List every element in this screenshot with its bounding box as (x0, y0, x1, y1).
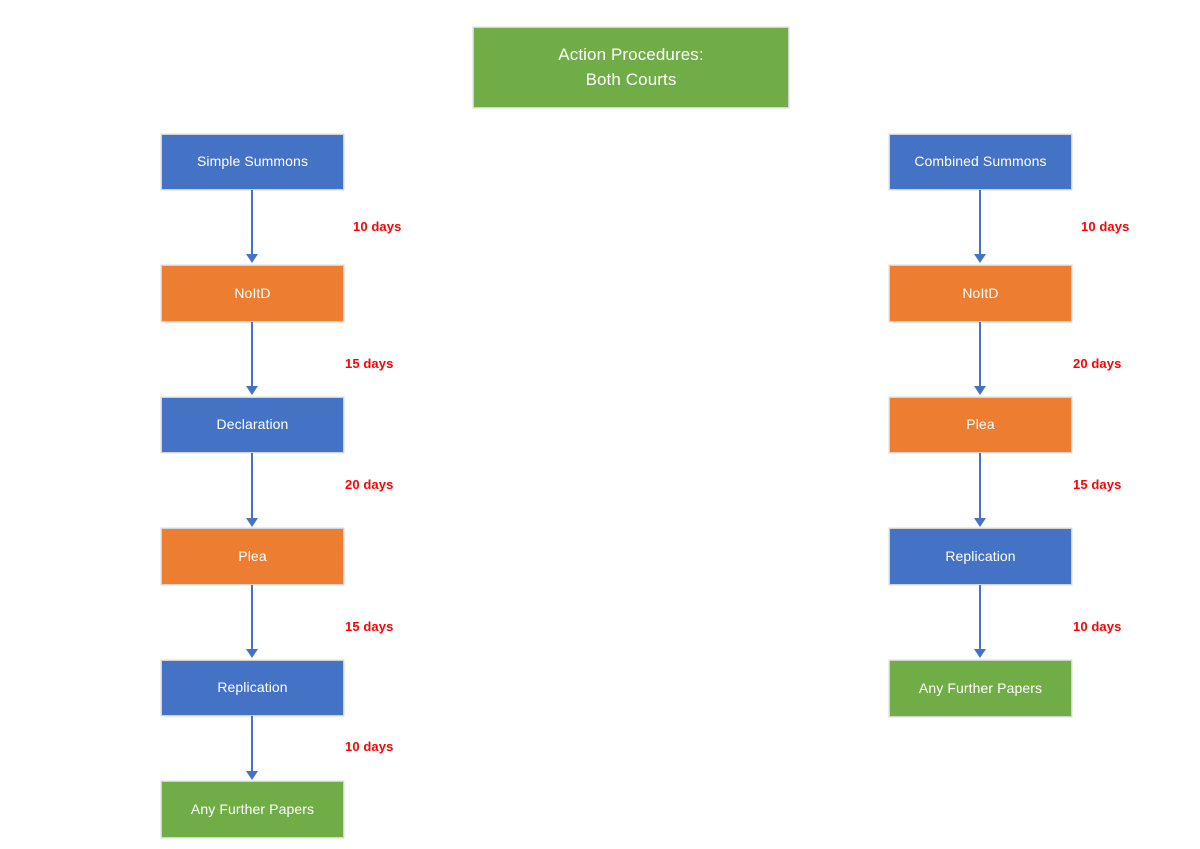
diagram-title-line-2: Both Courts (585, 69, 677, 89)
node-declaration[interactable]: Declaration (161, 397, 344, 453)
connector-left-5 (251, 716, 253, 772)
node-label: Combined Summons (914, 153, 1047, 170)
node-noitd-right[interactable]: NoItD (889, 265, 1072, 322)
arrowhead-left-3 (246, 518, 258, 527)
transition-label-left-2: 15 days (345, 356, 394, 371)
arrowhead-right-2 (974, 386, 986, 395)
transition-label-right-2: 20 days (1073, 356, 1122, 371)
connector-right-4 (979, 585, 981, 650)
arrowhead-left-2 (246, 386, 258, 395)
node-label: Plea (238, 547, 267, 564)
node-combined-summons[interactable]: Combined Summons (889, 134, 1072, 190)
node-label: Replication (945, 547, 1016, 564)
arrowhead-left-1 (246, 254, 258, 263)
node-label: Any Further Papers (918, 679, 1043, 696)
node-plea-right[interactable]: Plea (889, 397, 1072, 453)
connector-left-4 (251, 585, 253, 650)
connector-left-2 (251, 322, 253, 387)
node-plea-left[interactable]: Plea (161, 528, 344, 585)
transition-label-right-1: 10 days (1081, 219, 1130, 234)
connector-right-1 (979, 190, 981, 255)
node-replication-right[interactable]: Replication (889, 528, 1072, 585)
transition-label-left-3: 20 days (345, 477, 394, 492)
arrowhead-left-5 (246, 771, 258, 780)
node-replication-left[interactable]: Replication (161, 660, 344, 716)
transition-label-right-3: 15 days (1073, 477, 1122, 492)
node-label: Replication (217, 679, 288, 696)
node-label: NoItD (234, 284, 271, 301)
transition-label-left-5: 10 days (345, 739, 394, 754)
arrowhead-right-4 (974, 649, 986, 658)
diagram-title-line-1: Action Procedures: (558, 44, 704, 64)
node-any-further-papers-left[interactable]: Any Further Papers (161, 781, 344, 838)
transition-label-right-4: 10 days (1073, 619, 1122, 634)
node-any-further-papers-right[interactable]: Any Further Papers (889, 660, 1072, 717)
node-simple-summons[interactable]: Simple Summons (161, 134, 344, 190)
transition-label-left-4: 15 days (345, 619, 394, 634)
arrowhead-right-3 (974, 518, 986, 527)
node-label: Plea (966, 416, 995, 433)
connector-left-1 (251, 190, 253, 255)
node-label: Any Further Papers (190, 800, 315, 817)
transition-label-left-1: 10 days (353, 219, 402, 234)
arrowhead-right-1 (974, 254, 986, 263)
node-noitd-left[interactable]: NoItD (161, 265, 344, 322)
node-label: Declaration (216, 416, 289, 433)
node-label: Simple Summons (196, 153, 309, 170)
connector-left-3 (251, 453, 253, 519)
connector-right-3 (979, 453, 981, 519)
arrowhead-left-4 (246, 649, 258, 658)
diagram-title-box: Action Procedures: Both Courts (473, 27, 789, 108)
node-label: NoItD (962, 284, 999, 301)
connector-right-2 (979, 322, 981, 387)
